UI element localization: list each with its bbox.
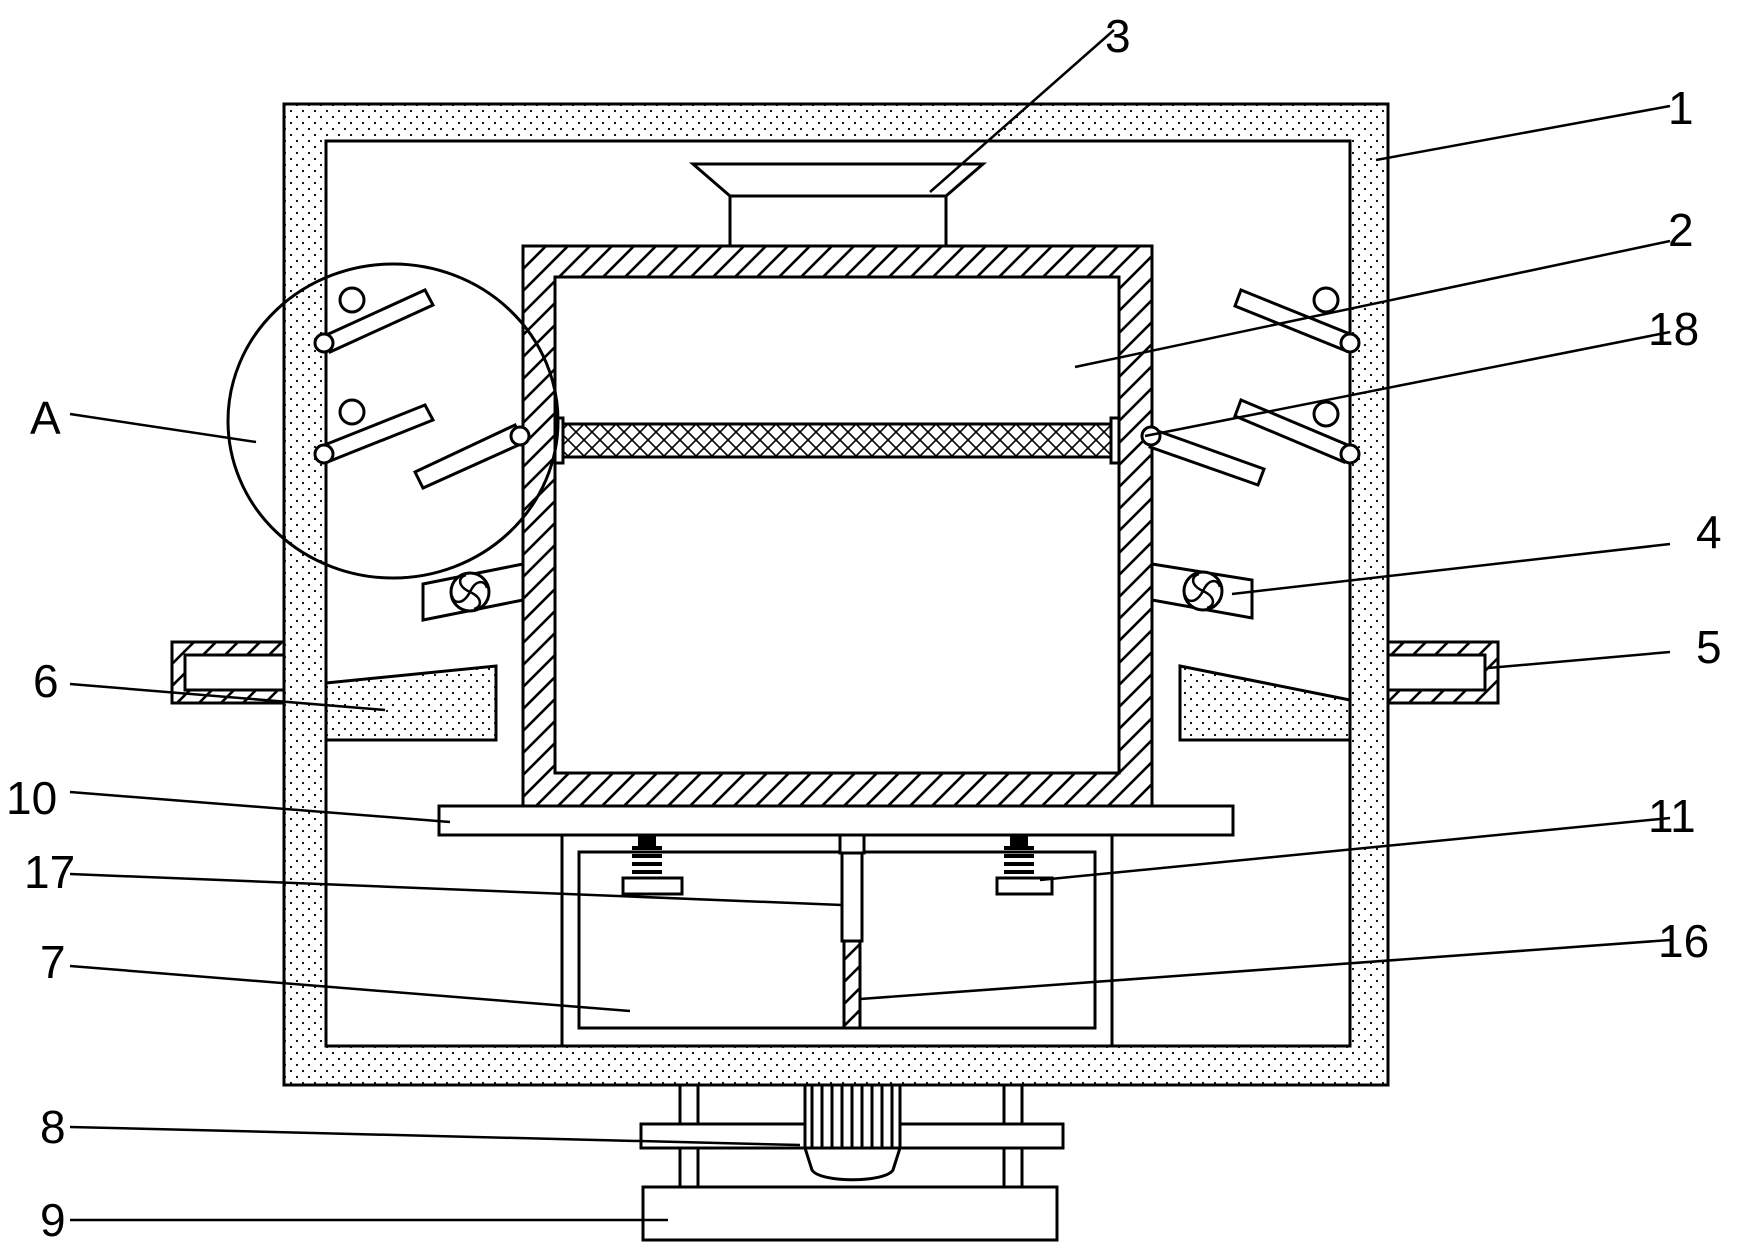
label-7: 7 — [40, 936, 66, 988]
discharge-pipes — [170, 640, 1500, 705]
label-3: 3 — [1105, 10, 1131, 62]
label-10: 10 — [6, 772, 57, 824]
label-6: 6 — [33, 655, 59, 707]
inner-box — [521, 244, 1154, 808]
label-5: 5 — [1696, 621, 1722, 673]
collector-blocks — [324, 664, 1352, 742]
label-16: 16 — [1658, 915, 1709, 967]
label-2: 2 — [1668, 204, 1694, 256]
label-9: 9 — [40, 1194, 66, 1246]
feed-hopper — [688, 162, 988, 248]
lower-frame — [560, 833, 1114, 1048]
label-4: 4 — [1696, 506, 1722, 558]
label-a: A — [30, 392, 61, 444]
fans — [421, 562, 1254, 622]
right-baffles — [1140, 286, 1361, 487]
leader-lines — [69, 29, 1671, 1222]
part-labels: 3 1 2 18 4 5 11 16 A 6 10 17 7 8 9 — [6, 10, 1722, 1246]
label-11: 11 — [1648, 790, 1696, 842]
label-17: 17 — [24, 846, 75, 898]
drive-shaft — [838, 833, 866, 1030]
motor-base — [639, 1083, 1065, 1242]
left-baffles — [313, 286, 531, 490]
detail-circle-a — [226, 262, 560, 580]
outer-housing — [282, 102, 1390, 1087]
label-18: 18 — [1648, 303, 1699, 355]
support-plate — [437, 804, 1235, 837]
springs — [621, 835, 1054, 896]
label-8: 8 — [40, 1101, 66, 1153]
label-1: 1 — [1668, 82, 1694, 134]
screen-mesh — [553, 416, 1121, 465]
